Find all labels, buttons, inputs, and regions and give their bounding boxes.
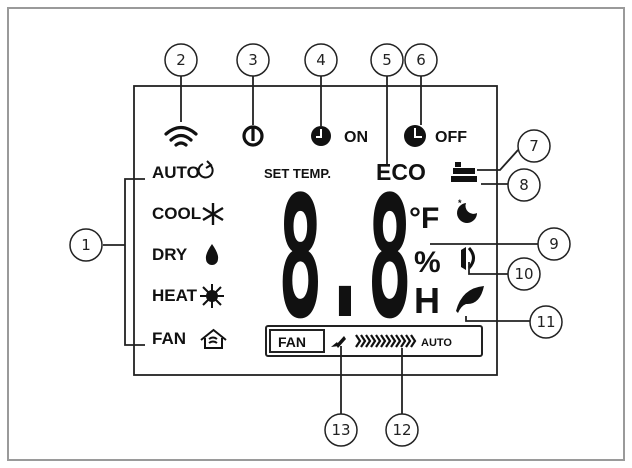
unit-percent: % <box>414 246 441 279</box>
callout-13: 13 <box>324 413 358 447</box>
callout-9: 9 <box>537 227 571 261</box>
fan-bar-fan-box <box>269 329 325 353</box>
svg-text:13: 13 <box>331 421 350 439</box>
set-temp-label: SET TEMP. <box>264 166 331 181</box>
fan-bar-frame <box>265 325 483 357</box>
svg-text:9: 9 <box>549 235 559 253</box>
mode-auto-label: AUTO <box>152 163 200 182</box>
power-icon <box>242 125 264 147</box>
auto-cycle-icon <box>197 160 214 179</box>
water-drop-icon <box>205 244 219 265</box>
callout-7: 7 <box>517 129 551 163</box>
house-fan-icon <box>200 328 227 349</box>
svg-text:3: 3 <box>248 51 258 69</box>
svg-text:4: 4 <box>316 51 326 69</box>
mode-dry-label: DRY <box>152 245 188 264</box>
svg-text:11: 11 <box>536 313 555 331</box>
callout-6: 6 <box>404 43 438 77</box>
svg-text:1: 1 <box>81 236 91 254</box>
wifi-icon <box>164 125 198 147</box>
svg-text:12: 12 <box>392 421 411 439</box>
fan-speed-chevrons <box>355 334 417 348</box>
filter-icon <box>451 162 477 182</box>
clock-on-icon <box>311 126 331 146</box>
fan-blade-icon <box>331 336 346 348</box>
mode-cool-label: COOL <box>152 204 201 223</box>
swing-icon <box>461 246 475 270</box>
svg-text:6: 6 <box>416 51 426 69</box>
callout-12: 12 <box>385 413 419 447</box>
snowflake-icon <box>202 203 224 225</box>
mode-fan-label: FAN <box>152 329 186 348</box>
mode-heat-label: HEAT <box>152 286 198 305</box>
svg-text:8: 8 <box>519 176 529 194</box>
callout-4: 4 <box>304 43 338 77</box>
unit-hour: H <box>414 280 440 321</box>
clock-off-icon <box>404 125 426 147</box>
sleep-moon-icon: * <box>457 198 477 223</box>
outer-frame <box>7 7 625 461</box>
fan-bar-fan-label: FAN <box>278 334 306 350</box>
callout-8: 8 <box>507 168 541 202</box>
fan-bar-auto-label: AUTO <box>421 337 452 349</box>
unit-fahrenheit: °F <box>409 202 439 235</box>
display-digits: 8.8 <box>278 160 412 356</box>
eco-label: ECO <box>376 159 426 185</box>
callout-2: 2 <box>164 43 198 77</box>
leader-lines <box>103 76 538 414</box>
callout-3: 3 <box>236 43 270 77</box>
svg-text:2: 2 <box>176 51 186 69</box>
svg-text:*: * <box>458 198 462 208</box>
sun-icon <box>200 284 224 308</box>
callout-1: 1 <box>69 228 103 262</box>
svg-text:5: 5 <box>382 51 392 69</box>
on-label: ON <box>344 129 368 146</box>
off-label: OFF <box>435 129 467 146</box>
leaf-icon <box>456 286 484 313</box>
callout-11: 11 <box>529 305 563 339</box>
callout-10: 10 <box>507 257 541 291</box>
lcd-panel <box>133 85 498 376</box>
svg-text:7: 7 <box>529 137 539 155</box>
callout-5: 5 <box>370 43 404 77</box>
svg-text:10: 10 <box>514 265 533 283</box>
